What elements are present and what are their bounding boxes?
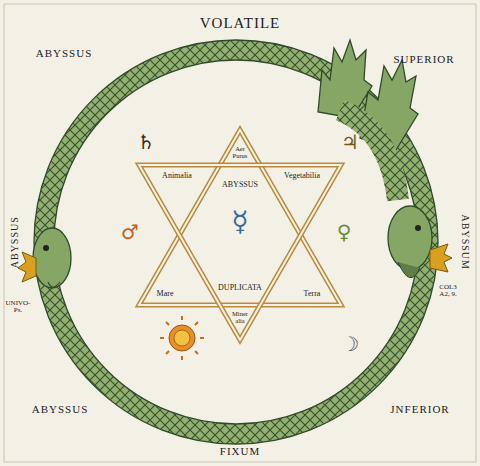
serpent-mouth	[48, 282, 60, 287]
element-label: DUPLICATA	[218, 284, 262, 292]
jupiter-symbol: ♃	[341, 132, 359, 153]
element-label: Miner alia	[229, 311, 251, 325]
region-label: JNFERIOR	[390, 404, 449, 416]
element-label: Mare	[157, 290, 174, 298]
heading-word: FIXUM	[220, 446, 260, 458]
serpent-outline	[54, 60, 418, 424]
crown	[430, 244, 452, 272]
element-label: Animalia	[162, 172, 192, 180]
reference-note: COL3 A2, 9.	[435, 284, 461, 299]
dragon-eye	[415, 225, 421, 231]
hexagram	[139, 130, 341, 340]
serpent-outline	[34, 40, 438, 444]
serpent-head	[33, 228, 71, 288]
dragon-head	[388, 206, 432, 270]
mars-symbol: ♂	[121, 222, 139, 243]
mercury-symbol: ☿	[231, 207, 248, 236]
serpent-eye	[43, 245, 49, 251]
saturn-symbol: ♄	[137, 132, 155, 153]
dragon-neck	[340, 110, 398, 200]
heading-word: VOLATILE	[200, 16, 280, 32]
reference-note: UNIVO- Ps.	[5, 300, 31, 315]
serpent-body	[44, 50, 428, 434]
crown	[18, 252, 36, 282]
element-label: Vegetabilia	[284, 172, 320, 180]
region-label: SUPERIOR	[393, 54, 454, 66]
element-label: Terra	[304, 290, 321, 298]
region-label: ABYSSUS	[32, 404, 89, 416]
region-label: ABYSSUS	[10, 216, 21, 268]
moon-symbol: ☽	[341, 334, 359, 355]
sun-symbol	[160, 316, 204, 360]
region-label: ABYSSUS	[36, 48, 93, 60]
page-frame	[4, 4, 476, 462]
venus-symbol: ♀	[337, 222, 352, 243]
element-label: ABYSSUS	[222, 181, 258, 189]
element-label: Aer Purus	[230, 146, 250, 160]
dragon-jaw	[398, 262, 420, 278]
region-label: ABYSSUM	[460, 214, 471, 269]
